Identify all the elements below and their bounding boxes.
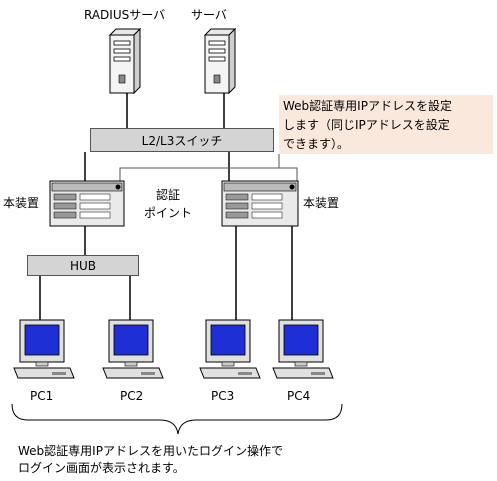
pc2-label: PC2 <box>120 389 144 403</box>
bottom-brace <box>11 403 343 435</box>
radius-server-label: RADIUSサーバ <box>84 8 166 22</box>
right-device-label: 本装置 <box>303 196 340 210</box>
pc3-label: PC3 <box>211 389 235 403</box>
server-icon <box>203 27 237 95</box>
radius-server-icon <box>108 27 142 95</box>
left-device-icon <box>49 180 125 227</box>
hub-label: HUB <box>69 258 97 273</box>
pc1-icon <box>13 319 75 379</box>
pc2-icon <box>102 319 164 379</box>
pc3-icon <box>199 319 261 379</box>
right-device-icon <box>221 180 299 227</box>
pc1-label: PC1 <box>30 389 54 403</box>
note-callout <box>119 154 298 182</box>
auth-point-label: 認証 ポイント <box>144 188 193 220</box>
l2l3-switch-box: L2/L3スイッチ <box>90 128 274 152</box>
pc4-label: PC4 <box>287 389 311 403</box>
server-label: サーバ <box>191 8 227 22</box>
left-device-label: 本装置 <box>3 196 40 210</box>
l2l3-switch-label: L2/L3スイッチ <box>141 133 223 148</box>
connection-lines <box>39 93 293 320</box>
pc4-icon <box>272 319 334 379</box>
login-description: Web認証専用IPアドレスを用いたログイン操作で ログイン画面が表示されます。 <box>18 444 283 475</box>
web-auth-ip-note: Web認証専用IPアドレスを設定 します（同じIPアドレスを設定 できます）。 <box>279 95 493 154</box>
hub-box: HUB <box>27 255 139 276</box>
